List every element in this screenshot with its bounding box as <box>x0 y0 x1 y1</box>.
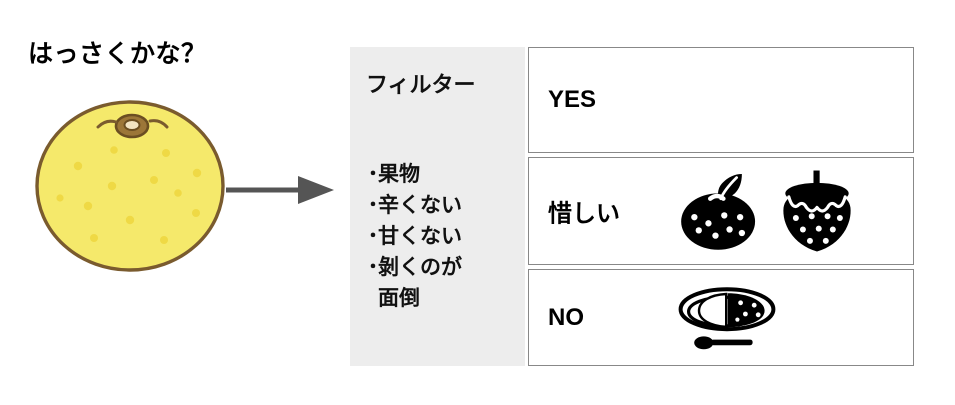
fruit-dots <box>56 146 202 244</box>
fruit-stem-navel <box>96 113 169 139</box>
row-label-close: 惜しい <box>548 200 620 228</box>
bullet-icon: ・ <box>364 195 382 215</box>
filter-item-label: 辛くない <box>378 194 462 217</box>
bullet-icon: ・ <box>364 226 382 246</box>
table-row-close: 惜しい <box>528 157 914 265</box>
row-icons-yes <box>649 48 905 152</box>
flow-arrow-right <box>222 170 342 210</box>
strawberry-icon <box>773 167 861 255</box>
table-row-no: NO <box>528 269 914 366</box>
spoon-icon <box>694 335 753 349</box>
bullet-icon: ・ <box>364 257 382 277</box>
filter-panel: フィルター ・果物 ・辛くない ・甘くない ・剝くのが面倒 <box>350 47 525 366</box>
filter-item-label-wrap: 面倒 <box>378 287 420 310</box>
mandarin-orange-icon <box>675 167 763 255</box>
filter-item-3: ・剝くのが面倒 <box>364 252 521 314</box>
fruit-body <box>35 100 225 272</box>
page-title: はっさくかな？ <box>28 40 207 68</box>
filter-item-0: ・果物 <box>364 159 521 190</box>
row-icons-close <box>649 158 905 264</box>
filter-item-1: ・辛くない <box>364 190 521 221</box>
bullet-icon: ・ <box>364 164 382 184</box>
hassaku-citrus-illustration <box>26 88 236 278</box>
table-row-yes: YES <box>528 47 914 153</box>
filter-criteria-list: ・果物 ・辛くない ・甘くない ・剝くのが面倒 <box>364 159 521 314</box>
row-label-no: NO <box>548 303 584 331</box>
filter-item-2: ・甘くない <box>364 221 521 252</box>
row-label-yes: YES <box>548 86 597 113</box>
filter-panel-title: フィルター <box>366 72 476 97</box>
filter-item-label: 果物 <box>378 163 420 186</box>
row-icons-no <box>649 270 905 365</box>
filter-item-label: 剝くのが <box>378 256 462 279</box>
filter-item-label: 甘くない <box>378 225 462 248</box>
result-table: YES 惜しい <box>528 47 914 366</box>
curry-rice-plate-icon <box>675 282 779 354</box>
